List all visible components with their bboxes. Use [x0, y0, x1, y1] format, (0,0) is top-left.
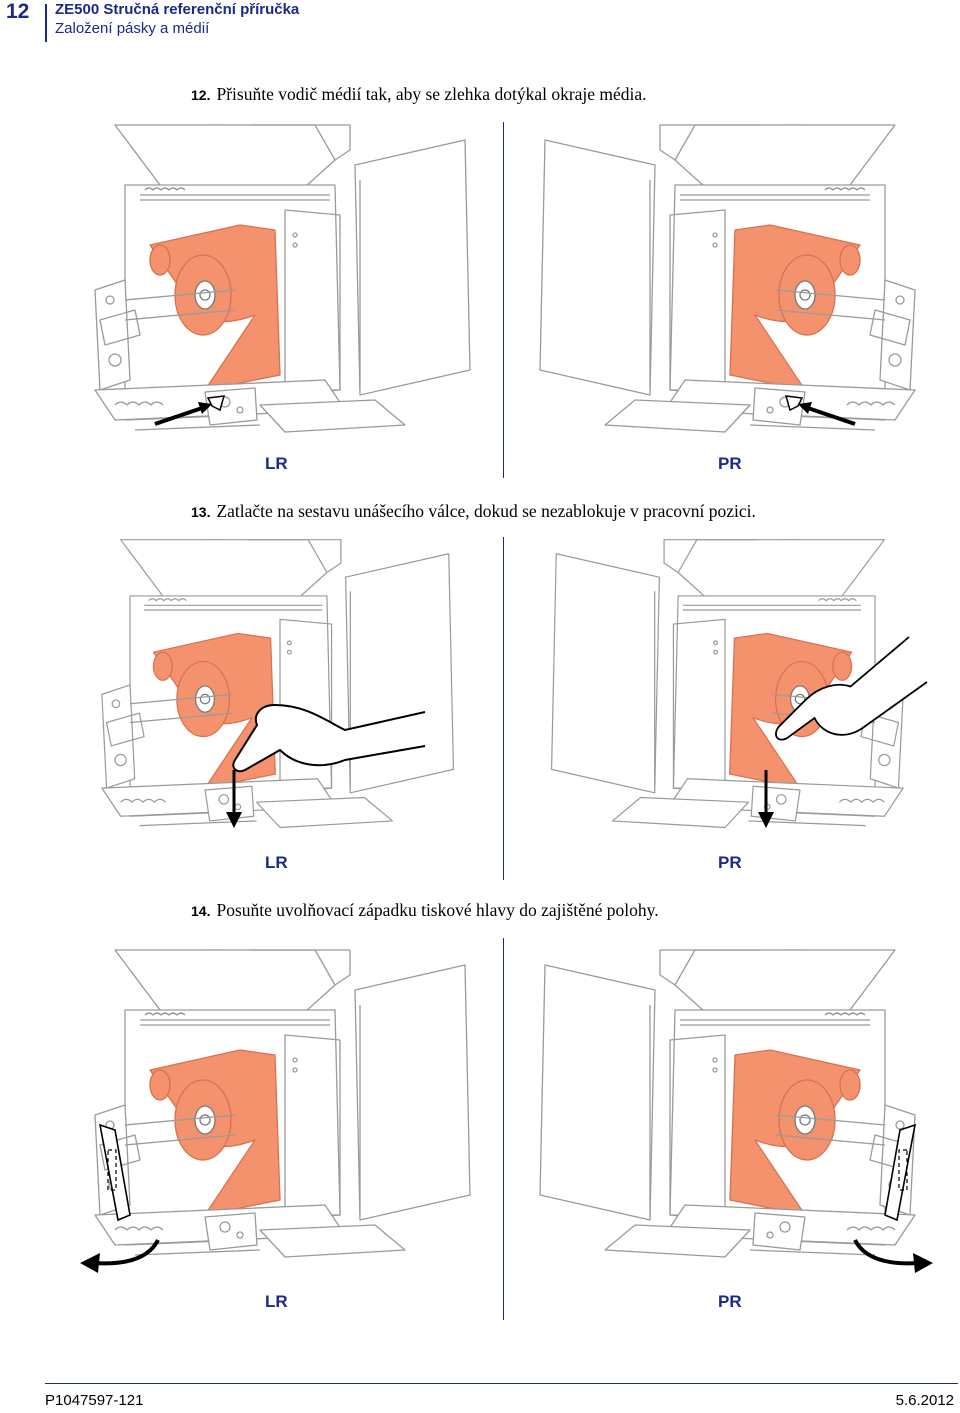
document-number: P1047597-121	[45, 1392, 144, 1409]
label-right-hand: PR	[718, 1292, 742, 1311]
down-arrow-icon	[226, 770, 242, 828]
label-right-hand: PR	[718, 853, 742, 872]
step-number: 12.	[191, 87, 211, 103]
printer-illustration-lr	[94, 124, 471, 433]
release-latch-icon	[884, 1123, 917, 1222]
label-left-hand: LR	[265, 853, 288, 872]
step-12-instruction: 12. Přisuňte vodič médií tak, aby se zleh…	[191, 84, 647, 105]
rotate-arrow-icon	[80, 1238, 160, 1273]
hand-icon	[775, 636, 928, 741]
label-left-hand: LR	[265, 454, 288, 473]
section-title: Založení pásky a médií	[55, 20, 210, 37]
step-13-instruction: 13. Zatlačte na sestavu unášecího válce, …	[191, 501, 756, 522]
publication-date: 5.6.2012	[895, 1392, 954, 1409]
label-left-hand: LR	[265, 1292, 288, 1311]
header-divider	[45, 4, 47, 42]
page-number: 12	[6, 0, 30, 23]
push-arrow-icon	[784, 395, 856, 426]
panel-divider	[503, 122, 504, 478]
label-right-hand: PR	[718, 454, 742, 473]
hand-icon	[232, 703, 426, 773]
down-arrow-icon	[758, 770, 774, 828]
step-text: Posuňte uvolňovací západku tiskové hlavy…	[216, 900, 659, 920]
panel-divider	[503, 938, 504, 1320]
rotate-arrow-icon	[853, 1238, 933, 1273]
push-arrow-icon	[154, 395, 226, 426]
step-number: 14.	[191, 903, 211, 919]
step-text: Přisuňte vodič médií tak, aby se zlehka …	[216, 84, 647, 104]
step-number: 13.	[191, 504, 211, 520]
footer-divider	[45, 1383, 958, 1384]
step-text: Zatlačte na sestavu unášecího válce, dok…	[216, 501, 756, 521]
document-title: ZE500 Stručná referenční příručka	[55, 1, 300, 18]
printer-illustration-pr	[539, 124, 916, 433]
release-latch-icon	[98, 1123, 131, 1222]
step-14-instruction: 14. Posuňte uvolňovací západku tiskové hl…	[191, 900, 659, 921]
panel-divider	[503, 537, 504, 880]
